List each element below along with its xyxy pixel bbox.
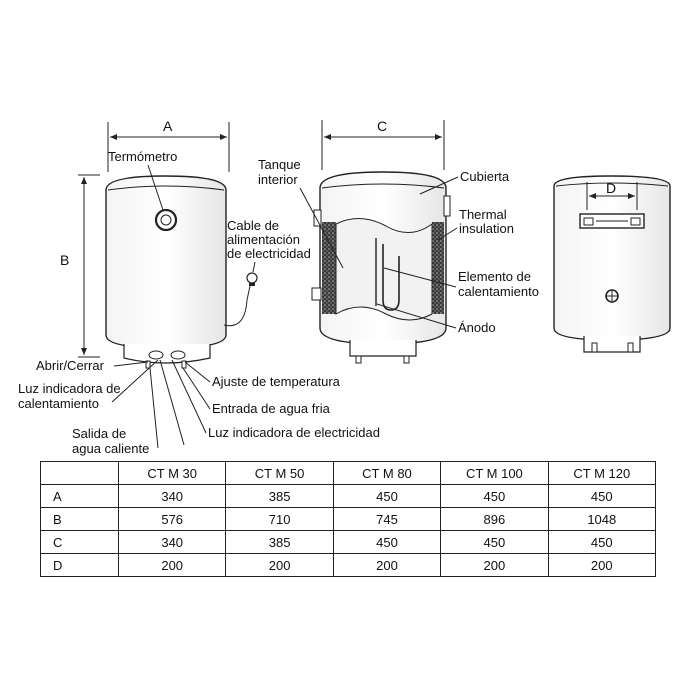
label-salida-1: Salida de xyxy=(72,426,126,441)
label-luz-calent-2: calentamiento xyxy=(18,396,99,411)
table-row: C 340 385 450 450 450 xyxy=(40,530,657,554)
table-cell: 385 xyxy=(225,484,334,508)
table-cell: 896 xyxy=(440,507,549,531)
table-cell: 745 xyxy=(332,507,442,531)
table-cell: 385 xyxy=(225,530,334,554)
table-cell: 200 xyxy=(225,553,334,577)
table-cell: 450 xyxy=(332,530,442,554)
table-cell: 340 xyxy=(117,530,227,554)
label-tanque-2: interior xyxy=(258,172,298,187)
label-luz-elec: Luz indicadora de electricidad xyxy=(208,425,380,440)
label-termometro: Termómetro xyxy=(108,149,177,164)
thermometer-icon xyxy=(154,208,178,232)
table-header-cell: CT M 30 xyxy=(117,461,227,485)
table-row: D 200 200 200 200 200 xyxy=(40,553,657,577)
label-cable-3: de electricidad xyxy=(227,246,311,261)
table-cell: B xyxy=(40,507,119,531)
back-view: D xyxy=(553,175,671,353)
table-row: A 340 385 450 450 450 xyxy=(40,484,657,508)
label-thermal-2: insulation xyxy=(459,221,514,236)
table-cell: 200 xyxy=(547,553,657,577)
label-salida-2: agua caliente xyxy=(72,441,149,456)
table-cell: D xyxy=(40,553,119,577)
table-cell: C xyxy=(40,530,119,554)
label-elemento-1: Elemento de xyxy=(458,269,531,284)
table-cell: 450 xyxy=(332,484,442,508)
table-header-cell: CT M 120 xyxy=(547,461,657,485)
table-cell: 450 xyxy=(547,484,657,508)
table-cell: 200 xyxy=(332,553,442,577)
table-cell: 1048 xyxy=(547,507,657,531)
table-header-row: CT M 30 CT M 50 CT M 80 CT M 100 CT M 12… xyxy=(40,461,657,485)
plug-icon xyxy=(246,272,258,284)
table-header-cell: CT M 50 xyxy=(225,461,334,485)
label-cable-1: Cable de xyxy=(227,218,279,233)
table-header-cell xyxy=(40,461,119,485)
table-cell: 576 xyxy=(117,507,227,531)
dim-d-label: D xyxy=(606,180,616,196)
cutaway-view: C xyxy=(311,118,451,364)
water-heater-diagram: A B Termómetro Cable de alimentación de … xyxy=(18,118,671,456)
table-cell: 340 xyxy=(117,484,227,508)
label-entrada: Entrada de agua fria xyxy=(212,401,331,416)
heating-element xyxy=(382,244,400,311)
label-cable-2: alimentación xyxy=(227,232,300,247)
label-cubierta: Cubierta xyxy=(460,169,510,184)
table-cell: 200 xyxy=(117,553,227,577)
table-header-cell: CT M 100 xyxy=(440,461,549,485)
front-view: A B xyxy=(60,118,258,369)
label-elemento-2: calentamiento xyxy=(458,284,539,299)
table-cell: 450 xyxy=(547,530,657,554)
label-anodo: Ánodo xyxy=(458,320,496,335)
insulation-left xyxy=(322,222,336,314)
dimension-table: CT M 30 CT M 50 CT M 80 CT M 100 CT M 12… xyxy=(40,461,657,577)
label-thermal-1: Thermal xyxy=(459,207,507,222)
label-tanque-1: Tanque xyxy=(258,157,301,172)
table-cell: 200 xyxy=(440,553,549,577)
back-tank-body xyxy=(553,175,671,341)
label-abrir: Abrir/Cerrar xyxy=(36,358,105,373)
dim-c-label: C xyxy=(377,118,387,134)
table-cell: A xyxy=(40,484,119,508)
table-row: B 576 710 745 896 1048 xyxy=(40,507,657,531)
front-tank-body xyxy=(105,175,227,349)
dim-b-label: B xyxy=(60,252,69,268)
table-cell: 710 xyxy=(225,507,334,531)
inner-tank xyxy=(335,218,433,321)
table-cell: 450 xyxy=(440,484,549,508)
label-luz-calent-1: Luz indicadora de xyxy=(18,381,121,396)
table-header-cell: CT M 80 xyxy=(332,461,442,485)
front-bottom-cap xyxy=(123,344,211,364)
label-ajuste: Ajuste de temperatura xyxy=(212,374,341,389)
dim-a-label: A xyxy=(163,118,173,134)
table-cell: 450 xyxy=(440,530,549,554)
insulation-right xyxy=(432,222,444,314)
